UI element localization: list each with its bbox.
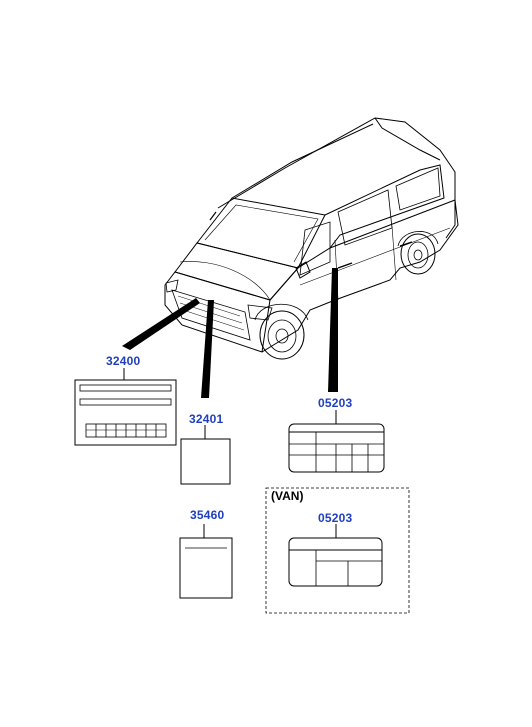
part-number-32401[interactable]: 32401 xyxy=(189,412,224,426)
leader-32400 xyxy=(122,298,200,350)
leader-32401 xyxy=(201,300,214,398)
label-05203-drawing xyxy=(288,410,385,473)
van-variant-box xyxy=(265,487,410,614)
part-number-32400[interactable]: 32400 xyxy=(106,354,141,368)
leader-05203 xyxy=(328,268,338,392)
part-number-05203-van[interactable]: 05203 xyxy=(318,511,353,525)
part-number-05203[interactable]: 05203 xyxy=(318,396,353,410)
van-variant-note: (VAN) xyxy=(271,489,304,503)
vehicle-illustration xyxy=(164,117,459,360)
leader-lines xyxy=(122,268,338,398)
label-35460-drawing xyxy=(179,524,233,599)
label-32401-drawing xyxy=(180,425,231,485)
label-05203-van-drawing xyxy=(288,524,383,587)
part-number-35460[interactable]: 35460 xyxy=(190,508,225,522)
label-32400-drawing xyxy=(74,368,177,446)
